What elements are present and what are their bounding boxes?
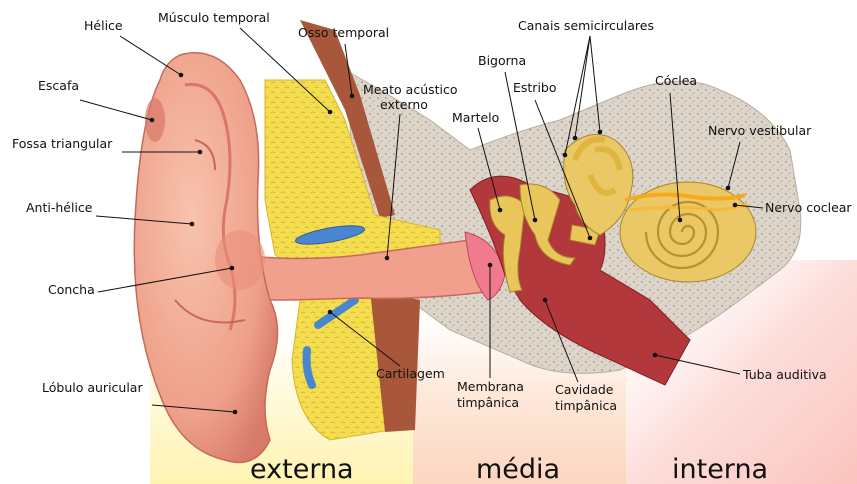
svg-text:Nervo coclear: Nervo coclear xyxy=(765,200,852,215)
label-escafa: Escafa xyxy=(38,78,154,122)
svg-text:Cavidade: Cavidade xyxy=(555,382,614,397)
svg-text:Hélice: Hélice xyxy=(84,18,123,33)
svg-text:Martelo: Martelo xyxy=(452,110,499,125)
svg-text:Nervo vestibular: Nervo vestibular xyxy=(708,123,812,138)
svg-text:Concha: Concha xyxy=(48,282,95,297)
svg-text:Meato acústico: Meato acústico xyxy=(363,82,458,97)
region-label-interna: interna xyxy=(672,454,768,484)
svg-text:Tuba auditiva: Tuba auditiva xyxy=(742,367,827,382)
svg-text:Estribo: Estribo xyxy=(513,80,557,95)
svg-text:Cartilagem: Cartilagem xyxy=(376,366,445,381)
region-label-externa: externa xyxy=(250,454,354,484)
svg-text:Fossa triangular: Fossa triangular xyxy=(12,136,113,151)
svg-text:Escafa: Escafa xyxy=(38,78,79,93)
region-label-media: média xyxy=(476,454,560,484)
svg-text:timpânica: timpânica xyxy=(555,398,617,413)
svg-text:timpânica: timpânica xyxy=(457,395,519,410)
svg-text:Bigorna: Bigorna xyxy=(478,53,526,68)
svg-text:Cóclea: Cóclea xyxy=(655,73,697,88)
scapha-groove xyxy=(145,98,165,142)
svg-text:Anti-hélice: Anti-hélice xyxy=(26,200,93,215)
svg-text:Músculo temporal: Músculo temporal xyxy=(158,10,270,25)
concha-bowl xyxy=(215,230,265,290)
svg-text:Canais semicirculares: Canais semicirculares xyxy=(518,18,654,33)
svg-text:externo: externo xyxy=(380,97,428,112)
svg-text:Osso temporal: Osso temporal xyxy=(298,25,389,40)
svg-text:Lóbulo auricular: Lóbulo auricular xyxy=(42,380,143,395)
svg-text:Membrana: Membrana xyxy=(457,379,524,394)
